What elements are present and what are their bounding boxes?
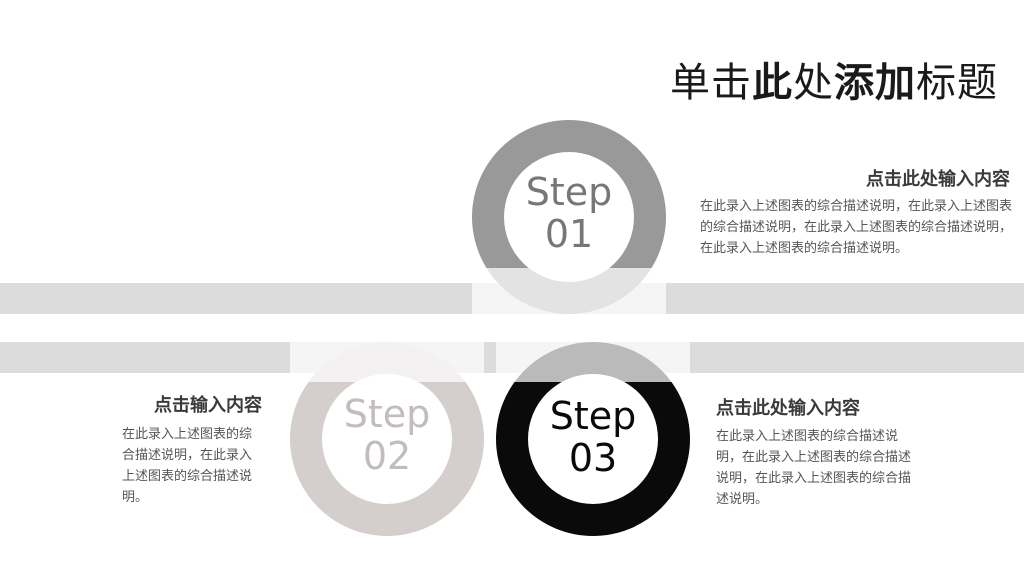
step-02-label-step: Step — [343, 392, 431, 436]
step-01-heading[interactable]: 点击此处输入内容 — [866, 169, 1010, 190]
step-03-fade-overlay — [496, 342, 690, 382]
step-02-description[interactable]: 在此录入上述图表的综合描述说明，在此录入上述图表的综合描述说明。 — [122, 427, 253, 505]
step-03-description[interactable]: 在此录入上述图表的综合描述说明，在此录入上述图表的综合描述说明，在此录入上述图表… — [716, 429, 912, 507]
step-01-fade-overlay — [472, 268, 666, 314]
step-01-ring-inner — [504, 152, 634, 282]
page-title[interactable]: 单击此处添加标题 — [670, 60, 998, 106]
step-01-label-number: 01 — [544, 212, 594, 256]
step-01-label-step: Step — [525, 170, 613, 214]
step-02-fade-overlay — [290, 342, 484, 382]
step-03-ring-inner — [528, 374, 658, 504]
step-03-label-number: 03 — [568, 436, 618, 480]
step-03-label-step: Step — [549, 394, 637, 438]
step-02-heading[interactable]: 点击输入内容 — [154, 395, 262, 416]
step-03-heading[interactable]: 点击此处输入内容 — [716, 398, 860, 419]
step-02-ring-inner — [322, 374, 452, 504]
step-02-label-number: 02 — [362, 434, 412, 478]
step-01-description[interactable]: 在此录入上述图表的综合描述说明，在此录入上述图表的综合描述说明，在此录入上述图表… — [700, 199, 1013, 256]
